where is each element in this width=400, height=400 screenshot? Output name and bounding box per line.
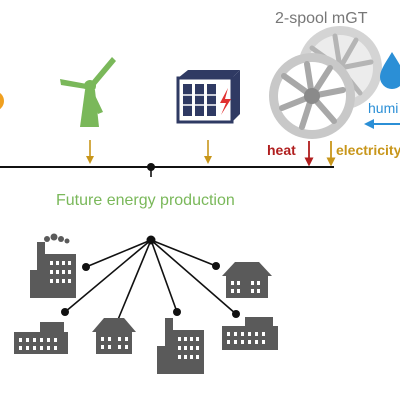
- factory-icon: [30, 233, 76, 298]
- humidity-label: humi: [368, 100, 398, 116]
- solar-icon: [0, 93, 4, 109]
- future-energy-label: Future energy production: [56, 192, 235, 209]
- mgt-title: 2-spool mGT: [275, 10, 368, 27]
- house-icon: [92, 318, 136, 354]
- wind-turbine-icon: [60, 57, 116, 127]
- water-drop-icon: [380, 52, 400, 89]
- battery-storage-icon: [176, 70, 240, 124]
- bus-junction-dot: [147, 163, 155, 171]
- factory-icon: [157, 318, 204, 374]
- micro-gas-turbine-icon: [269, 26, 382, 139]
- distribution-lines: [64, 239, 237, 323]
- distribution-dots: [61, 235, 240, 326]
- electricity-label: electricity: [336, 142, 400, 158]
- house-icon: [222, 262, 272, 298]
- factory-icon: [14, 322, 68, 354]
- factory-icon: [222, 317, 278, 350]
- heat-label: heat: [267, 142, 296, 158]
